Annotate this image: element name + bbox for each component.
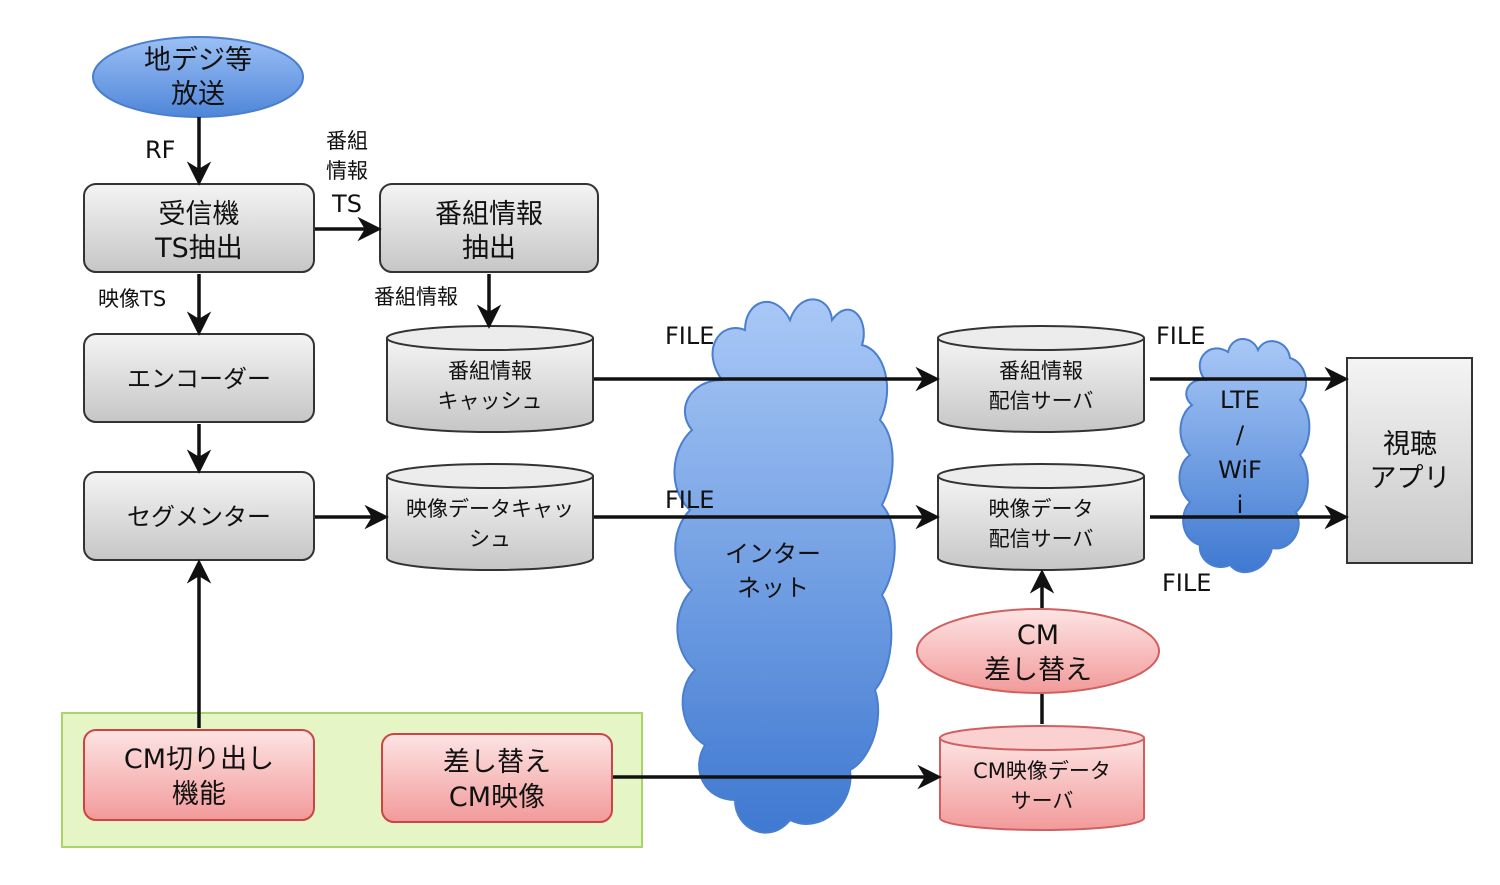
- lte-label-4: i: [1237, 491, 1244, 519]
- program-extract-label-2: 抽出: [462, 233, 516, 264]
- cm-cut-label-2: 機能: [172, 779, 226, 810]
- lte-wifi-cloud: [1178, 338, 1311, 574]
- video-cache-cylinder: [386, 463, 594, 571]
- cm-replace-label-2: 差し替え: [984, 655, 1092, 686]
- cm-server-label-1: CM映像データ: [973, 759, 1111, 783]
- receiver-label-2: TS抽出: [154, 233, 243, 264]
- lte-label-2: /: [1236, 421, 1245, 449]
- replace-cm-video-label-2: CM映像: [449, 782, 545, 813]
- segmenter-label: セグメンター: [127, 503, 271, 531]
- replace-cm-video-box: [381, 733, 613, 823]
- cm-replace-node: [916, 608, 1160, 694]
- edge-label-file-1: FILE: [665, 322, 714, 350]
- program-server-cylinder: [937, 325, 1145, 433]
- broadcast-label-2: 放送: [171, 79, 225, 110]
- edge-label-file-4: FILE: [1162, 569, 1211, 597]
- program-cache-label-2: キャッシュ: [438, 389, 543, 413]
- video-server-cylinder: [937, 463, 1145, 571]
- edge-label-rf: RF: [145, 136, 175, 164]
- program-cache-cylinder: [386, 325, 594, 433]
- cm-server-label-2: サーバ: [1011, 789, 1074, 813]
- cm-server-cylinder: [939, 725, 1145, 831]
- program-server-label-1: 番組情報: [999, 359, 1083, 383]
- program-cache-label-1: 番組情報: [448, 359, 532, 383]
- cm-cut-label-1: CM切り出し: [124, 744, 274, 775]
- edge-label-program-ts-1: 番組: [326, 129, 368, 153]
- program-extract-label-1: 番組情報: [435, 199, 543, 230]
- lte-label-1: LTE: [1220, 386, 1260, 414]
- cm-replace-label-1: CM: [1017, 620, 1059, 651]
- edge-label-video-ts: 映像TS: [98, 287, 166, 311]
- edge-label-program-info: 番組情報: [374, 285, 458, 309]
- video-server-label-2: 配信サーバ: [989, 527, 1094, 551]
- internet-cloud: [673, 298, 896, 834]
- encoder-label: エンコーダー: [127, 365, 271, 393]
- viewer-app-label-1: 視聴: [1383, 429, 1437, 460]
- viewer-app-box: [1346, 357, 1473, 564]
- replace-cm-video-label-1: 差し替え: [443, 747, 551, 778]
- program-server-label-2: 配信サーバ: [989, 389, 1094, 413]
- video-cache-label-1: 映像データキャッ: [406, 497, 574, 521]
- broadcast-label-1: 地デジ等: [144, 45, 252, 76]
- receiver-label-1: 受信機: [159, 199, 240, 230]
- edge-label-program-ts-2: 情報: [326, 159, 368, 183]
- lte-label-3: WiF: [1218, 456, 1262, 484]
- viewer-app-label-2: アプリ: [1370, 463, 1451, 494]
- video-cache-label-2: シュ: [469, 527, 511, 551]
- internet-label-1: インター: [725, 540, 821, 568]
- video-server-label-1: 映像データ: [989, 497, 1094, 521]
- edge-label-program-ts-3: TS: [331, 190, 362, 218]
- edge-label-file-2: FILE: [665, 486, 714, 514]
- cm-cut-box: [83, 729, 315, 821]
- internet-label-2: ネット: [737, 574, 809, 602]
- edge-label-file-3: FILE: [1156, 322, 1205, 350]
